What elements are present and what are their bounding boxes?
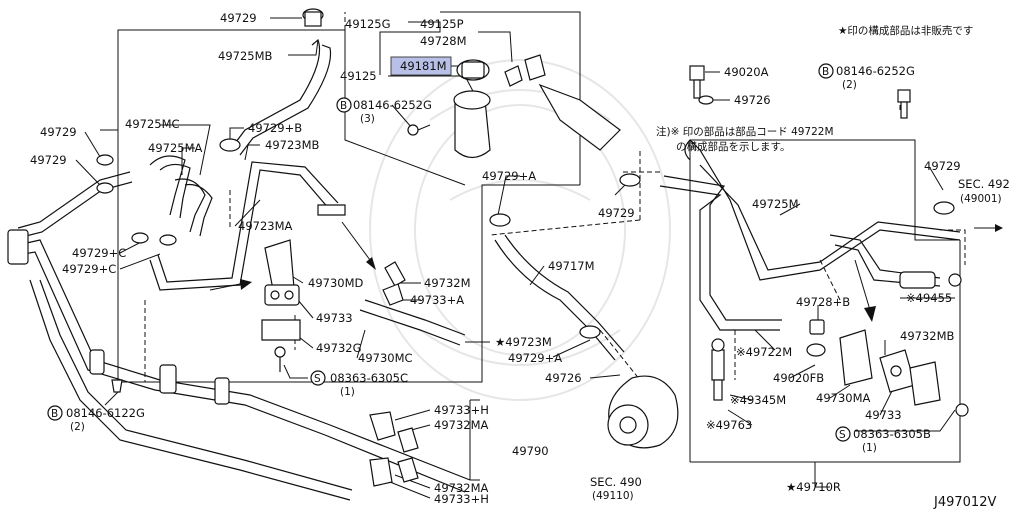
label-sec490-ref: (49110) bbox=[592, 490, 634, 502]
label-bolt-right: 08146-6252G bbox=[836, 64, 915, 78]
label-49729B: 49729+B bbox=[248, 121, 302, 135]
reservoir-tank bbox=[407, 54, 621, 159]
label-49181M[interactable]: 49181M bbox=[400, 59, 447, 73]
label-49717M: 49717M bbox=[548, 259, 595, 273]
label-49730MD: 49730MD bbox=[308, 276, 364, 290]
watermark bbox=[369, 59, 671, 401]
label-bolt-right-qty: (2) bbox=[842, 79, 857, 91]
svg-text:S: S bbox=[839, 429, 846, 441]
label-49732MA-top: 49732MA bbox=[434, 418, 489, 432]
legend-note: ★印の構成部品は非販売です bbox=[838, 24, 973, 37]
label-49125G: 49125G bbox=[345, 17, 391, 31]
note-line-2: の構成部品を示します。 bbox=[676, 140, 790, 153]
svg-text:B: B bbox=[51, 408, 58, 420]
label-49723MB: 49723MB bbox=[265, 138, 320, 152]
svg-text:S: S bbox=[314, 373, 321, 385]
label-49726-bot: 49726 bbox=[545, 371, 582, 385]
cooler-tube-assembly bbox=[7, 171, 471, 501]
label-49722M: ※49722M bbox=[736, 345, 792, 359]
hose-group-left bbox=[96, 8, 466, 393]
highlight-49181M[interactable] bbox=[390, 56, 452, 76]
label-sec492: SEC. 492 bbox=[958, 177, 1010, 191]
label-49730MC: 49730MC bbox=[358, 351, 413, 365]
label-bolt-left-top-qty: (3) bbox=[360, 113, 375, 125]
label-49125: 49125 bbox=[340, 69, 377, 83]
label-49732MA-bot: 49732MA bbox=[434, 481, 489, 495]
label-49733H-top: 49733+H bbox=[434, 403, 489, 417]
label-49725MB: 49725MB bbox=[218, 49, 273, 63]
label-49345M: ※49345M bbox=[730, 393, 786, 407]
label-49729A-top: 49729+A bbox=[482, 169, 536, 183]
label-star-49710R: ★49710R bbox=[786, 480, 841, 494]
label-49733: 49733 bbox=[316, 311, 353, 325]
label-49729-mid: 49729 bbox=[598, 206, 635, 220]
label-49729-top: 49729 bbox=[220, 11, 257, 25]
label-49726-top: 49726 bbox=[734, 93, 771, 107]
label-star-49723M: ★49723M bbox=[495, 335, 552, 349]
note-line-1: 注)※ 印の部品は部品コード 49722M bbox=[656, 125, 834, 138]
label-49729C-2: 49729+C bbox=[62, 262, 116, 276]
label-49723MA: 49723MA bbox=[238, 219, 293, 233]
label-49725MA: 49725MA bbox=[148, 141, 203, 155]
label-49729-L2: 49729 bbox=[30, 153, 67, 167]
label-49729-R: 49729 bbox=[924, 159, 961, 173]
label-49728B: 49728+B bbox=[796, 295, 850, 309]
svg-text:B: B bbox=[340, 100, 347, 112]
label-49732G: 49732G bbox=[316, 341, 362, 355]
label-screw-mid: 08363-6305C bbox=[330, 371, 408, 385]
label-49763: ※49763 bbox=[706, 418, 752, 432]
label-screw-right-qty: (1) bbox=[862, 442, 877, 454]
label-49455: ※49455 bbox=[906, 291, 952, 305]
label-bolt-left-bot-qty: (2) bbox=[70, 421, 85, 433]
label-49730MA: 49730MA bbox=[816, 391, 871, 405]
part-labels: 49729 49725MB 49125G 49125P 49728M 49181… bbox=[30, 11, 1010, 506]
label-49732MB: 49732MB bbox=[900, 329, 955, 343]
label-49020FB: 49020FB bbox=[773, 371, 824, 385]
label-49729A-bot: 49729+A bbox=[508, 351, 562, 365]
label-sec490: SEC. 490 bbox=[590, 475, 642, 489]
label-49020A: 49020A bbox=[724, 65, 769, 79]
label-49728M: 49728M bbox=[420, 34, 467, 48]
label-bolt-left-top: 08146-6252G bbox=[353, 98, 432, 112]
center-hose bbox=[369, 173, 679, 487]
label-screw-mid-qty: (1) bbox=[340, 386, 355, 398]
bolt-symbols: B B B S S bbox=[47, 63, 851, 442]
label-49733A: 49733+A bbox=[410, 293, 464, 307]
svg-text:B: B bbox=[822, 66, 829, 78]
label-sec492-ref: (49001) bbox=[960, 193, 1002, 205]
right-hose-group bbox=[659, 65, 1003, 417]
label-49733-R: 49733 bbox=[865, 408, 902, 422]
label-bolt-left-bot: 08146-6122G bbox=[66, 406, 145, 420]
label-49725MC: 49725MC bbox=[125, 117, 180, 131]
diagram-id: J497012V bbox=[933, 495, 996, 510]
label-screw-right: 08363-6305B bbox=[853, 427, 931, 441]
label-49729-L1: 49729 bbox=[40, 125, 77, 139]
label-49732M: 49732M bbox=[424, 276, 471, 290]
label-49729C-1: 49729+C bbox=[72, 246, 126, 260]
label-49733H-bot: 49733+H bbox=[434, 492, 489, 506]
frame-lines bbox=[100, 11, 966, 481]
direction-arrows bbox=[209, 221, 876, 322]
label-49725M: 49725M bbox=[752, 197, 799, 211]
label-49790: 49790 bbox=[512, 444, 549, 458]
label-49125P: 49125P bbox=[420, 17, 464, 31]
